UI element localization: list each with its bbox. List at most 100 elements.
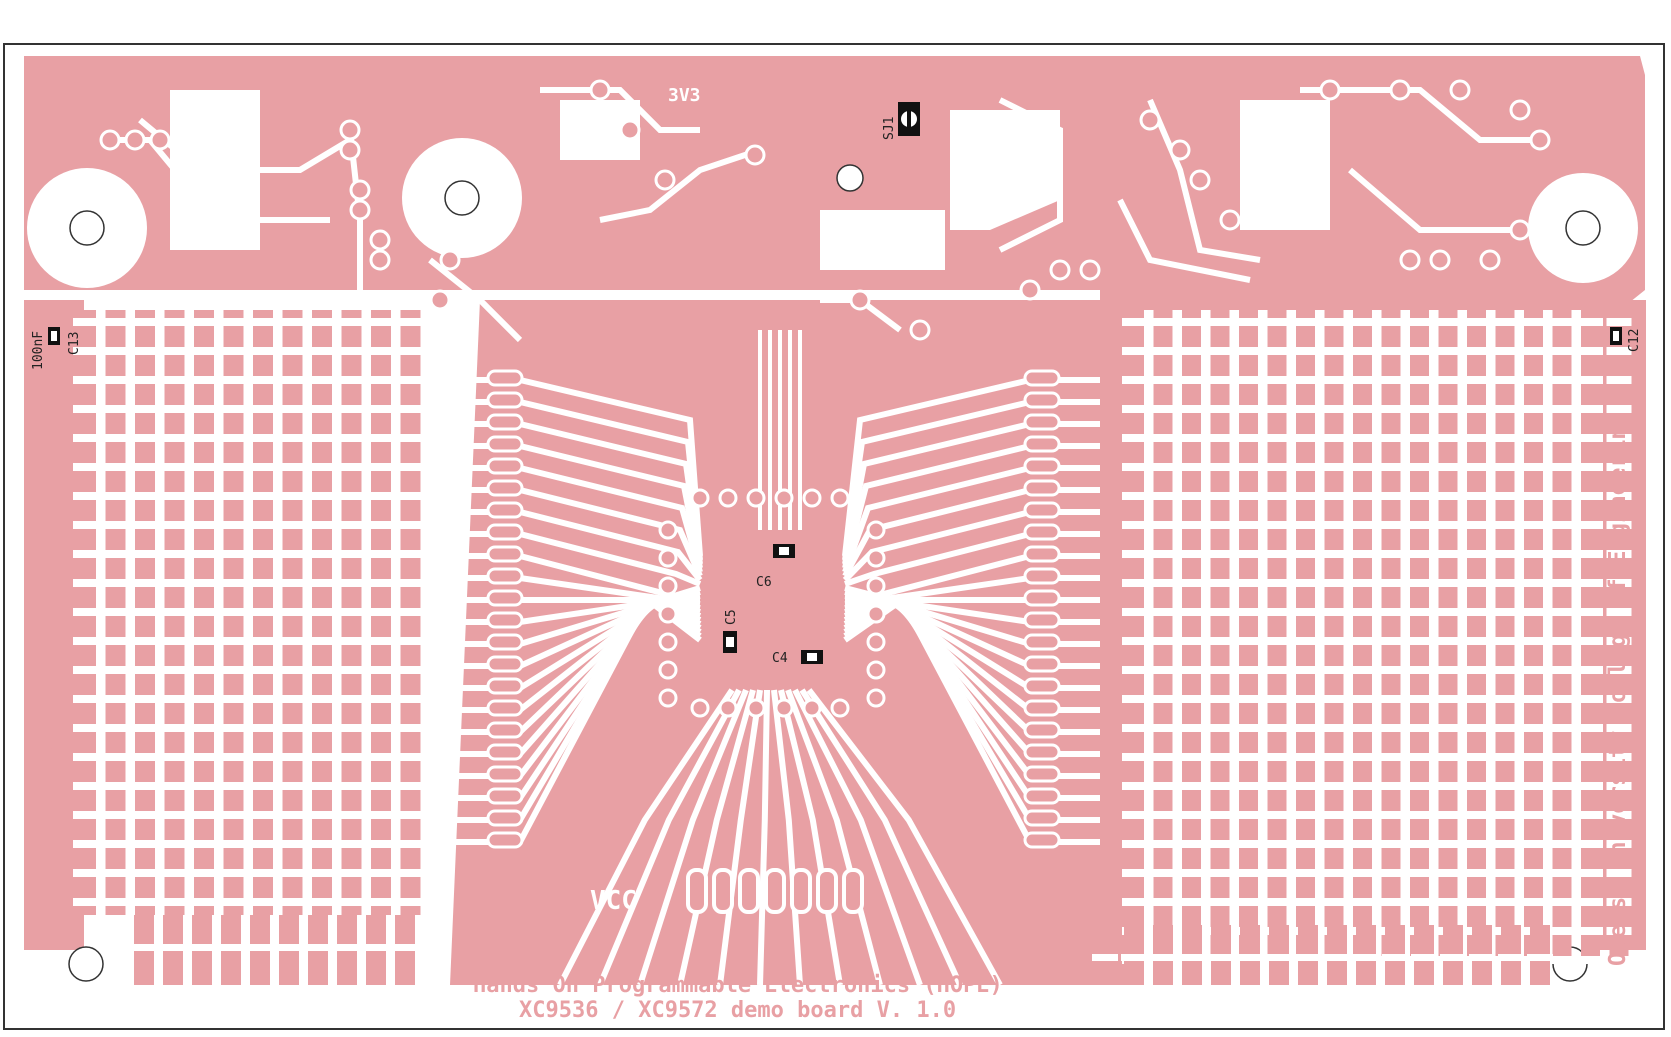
- proto-gap: [220, 434, 247, 442]
- proto-gap: [1293, 724, 1318, 732]
- proto-gap: [1179, 318, 1204, 326]
- top-pad: [1319, 79, 1341, 101]
- proto-gap: [191, 666, 217, 674]
- proto-gap: [1150, 405, 1176, 413]
- proto-gap: [1321, 579, 1347, 587]
- proto-gap: [73, 521, 99, 529]
- proto-gap: [250, 753, 276, 761]
- proto-gap: [1293, 782, 1318, 790]
- edge-pad-left: [486, 435, 524, 453]
- proto-gap: [161, 347, 188, 355]
- vcc-label: VCC: [590, 886, 637, 916]
- proto-gap: [1549, 521, 1575, 529]
- proto-gap: [279, 492, 306, 500]
- proto-gap: [1179, 376, 1204, 384]
- edge-pad-right: [1023, 413, 1061, 431]
- proto-gap: [250, 492, 276, 500]
- edge-pad-left: [486, 655, 524, 673]
- proto-gap: [1606, 608, 1632, 616]
- proto-gap: [1179, 724, 1204, 732]
- trace-right: [842, 465, 1100, 574]
- top-pad: [1479, 249, 1501, 271]
- proto-gap: [189, 944, 215, 951]
- proto-gap: [279, 782, 306, 790]
- proto-gap: [1350, 869, 1375, 877]
- proto-gap: [368, 898, 394, 906]
- proto-gap: [191, 405, 217, 413]
- proto-gap: [1492, 724, 1518, 732]
- proto-gap: [1350, 550, 1375, 558]
- proto-gap: [73, 869, 99, 877]
- proto-gap: [368, 463, 394, 471]
- proto-gap: [1122, 811, 1147, 819]
- c12-label: C12: [1627, 329, 1642, 352]
- edge-pad-right: [1023, 765, 1061, 783]
- mounting-hole-bottom-left: [68, 946, 104, 982]
- proto-gap: [1092, 954, 1118, 961]
- proto-gap: [191, 637, 217, 645]
- proto-gap: [1578, 724, 1603, 732]
- proto-gap: [397, 347, 424, 355]
- proto-gap: [1350, 666, 1375, 674]
- proto-gap: [1606, 318, 1632, 326]
- proto-gap: [338, 347, 365, 355]
- proto-gap: [1606, 347, 1632, 355]
- proto-gap: [1492, 434, 1518, 442]
- proto-gap: [1207, 898, 1233, 906]
- proto-gap: [1407, 347, 1432, 355]
- edge-pad-right: [1023, 545, 1061, 563]
- proto-gap: [1293, 898, 1318, 906]
- proto-gap: [1264, 405, 1290, 413]
- proto-gap: [1407, 550, 1432, 558]
- proto-gap: [1236, 376, 1261, 384]
- proto-gap: [132, 753, 158, 761]
- chip-pad: [802, 698, 822, 718]
- proto-gap: [132, 666, 158, 674]
- proto-gap: [220, 608, 247, 616]
- chip-pad: [830, 698, 850, 718]
- proto-gap: [1293, 753, 1318, 761]
- proto-gap: [1378, 550, 1404, 558]
- proto-gap: [1293, 608, 1318, 616]
- proto-gap: [1435, 753, 1461, 761]
- proto-gap: [1321, 492, 1347, 500]
- proto-gap: [1264, 434, 1290, 442]
- proto-gap: [1492, 579, 1518, 587]
- proto-gap: [220, 463, 247, 471]
- proto-gap: [250, 405, 276, 413]
- proto-gap: [1578, 434, 1603, 442]
- proto-gap: [1179, 405, 1204, 413]
- proto-gap: [1549, 579, 1575, 587]
- trace-bottom: [785, 688, 883, 986]
- proto-gap: [1350, 637, 1375, 645]
- proto-gap: [1207, 811, 1233, 819]
- proto-gap: [309, 550, 335, 558]
- proto-gap: [1378, 695, 1404, 703]
- proto-gap: [1464, 376, 1489, 384]
- proto-gap: [73, 898, 99, 906]
- proto-gap: [1122, 840, 1147, 848]
- proto-gap: [1407, 318, 1432, 326]
- chip-pad: [718, 698, 738, 718]
- proto-gap: [102, 492, 129, 500]
- proto-gap: [1549, 318, 1575, 326]
- proto-gap: [338, 376, 365, 384]
- proto-gap: [1150, 695, 1176, 703]
- proto-gap: [220, 840, 247, 848]
- proto-gap: [1435, 376, 1461, 384]
- proto-gap: [1606, 869, 1632, 877]
- chip-pad: [658, 632, 678, 652]
- top-pad: [1219, 209, 1241, 231]
- proto-gap: [1150, 724, 1176, 732]
- mounting-hole-mid: [444, 180, 480, 216]
- proto-gap: [1606, 521, 1632, 529]
- c6-label: C6: [756, 575, 772, 590]
- proto-gap: [191, 434, 217, 442]
- proto-gap: [1521, 753, 1546, 761]
- proto-gap: [191, 695, 217, 703]
- proto-gap: [132, 724, 158, 732]
- proto-gap: [191, 724, 217, 732]
- top-trace: [599, 147, 761, 223]
- edge-pad-right: [1023, 435, 1061, 453]
- proto-gap: [250, 840, 276, 848]
